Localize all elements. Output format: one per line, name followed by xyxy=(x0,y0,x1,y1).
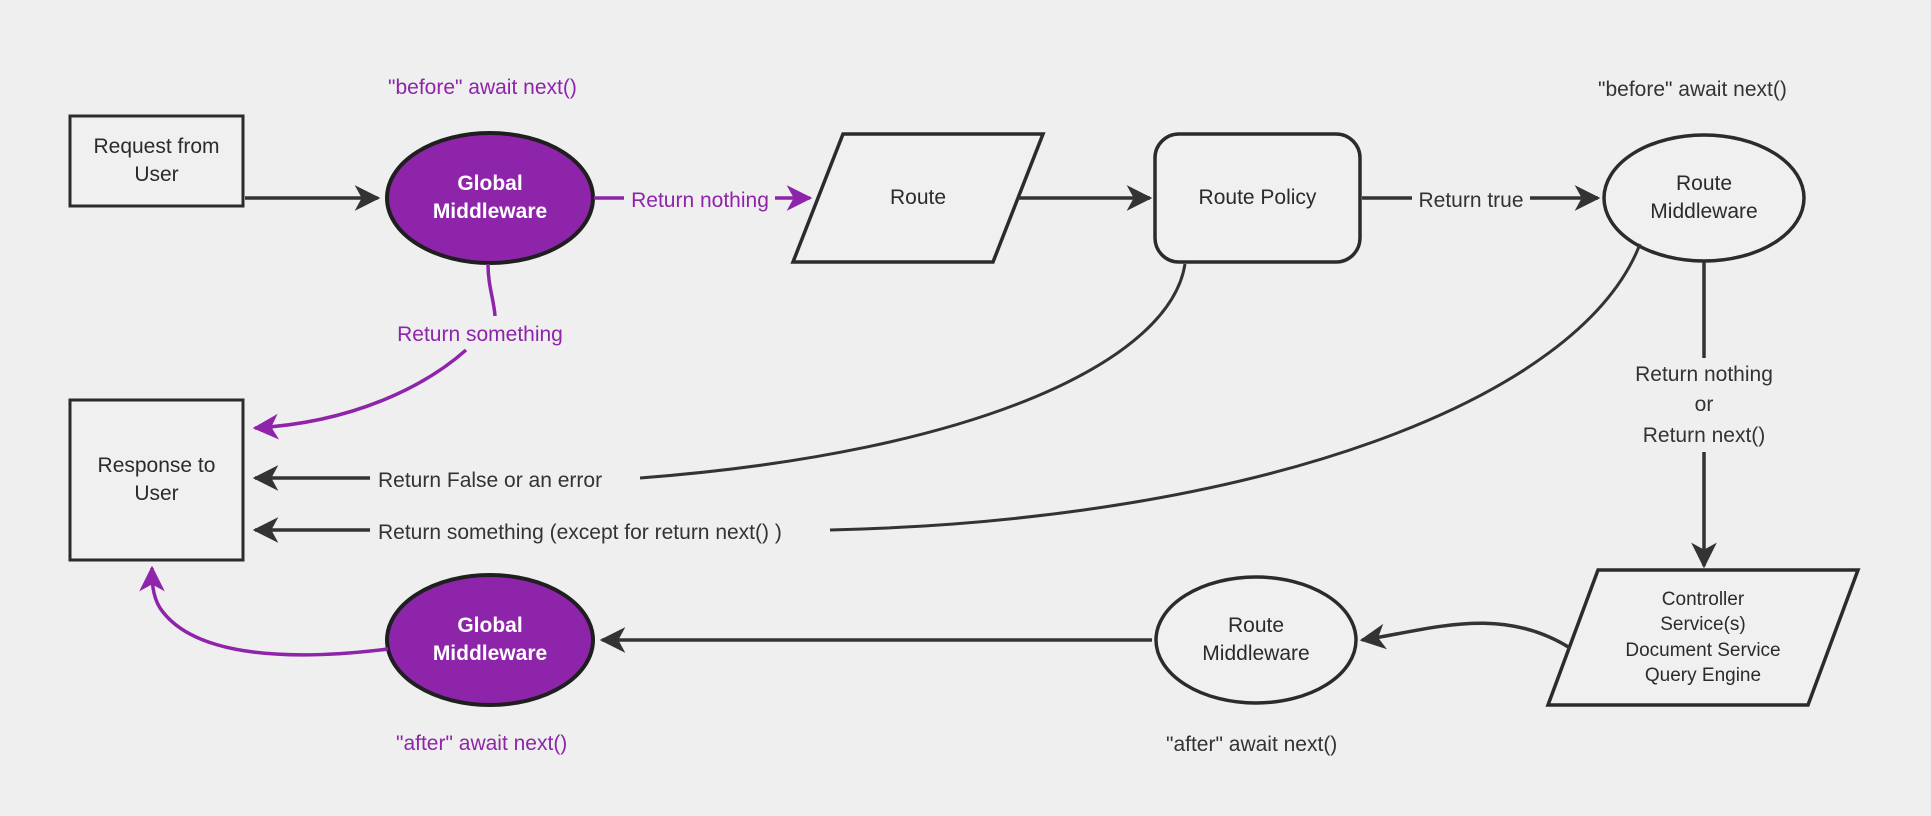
node-route-middleware-top xyxy=(1602,133,1806,263)
node-response-to-user xyxy=(68,398,245,562)
node-route-policy xyxy=(1153,132,1362,264)
edge-route-policy-to-response-curve xyxy=(639,263,1187,480)
edge-global-middleware-return-something-lower xyxy=(252,348,468,440)
node-global-middleware-bottom xyxy=(385,573,595,707)
edge-controller-to-route-middleware-bottom xyxy=(1359,621,1571,650)
node-route xyxy=(790,132,1046,264)
node-route-middleware-bottom xyxy=(1154,575,1358,705)
node-global-middleware-top xyxy=(385,131,595,265)
node-controller-services xyxy=(1545,568,1861,707)
edge-global-middleware-return-something-upper xyxy=(486,263,497,317)
edge-route-middleware-to-response-curve xyxy=(829,243,1642,532)
edge-global-middleware-bottom-to-response xyxy=(139,565,389,657)
node-request-from-user xyxy=(68,114,245,208)
